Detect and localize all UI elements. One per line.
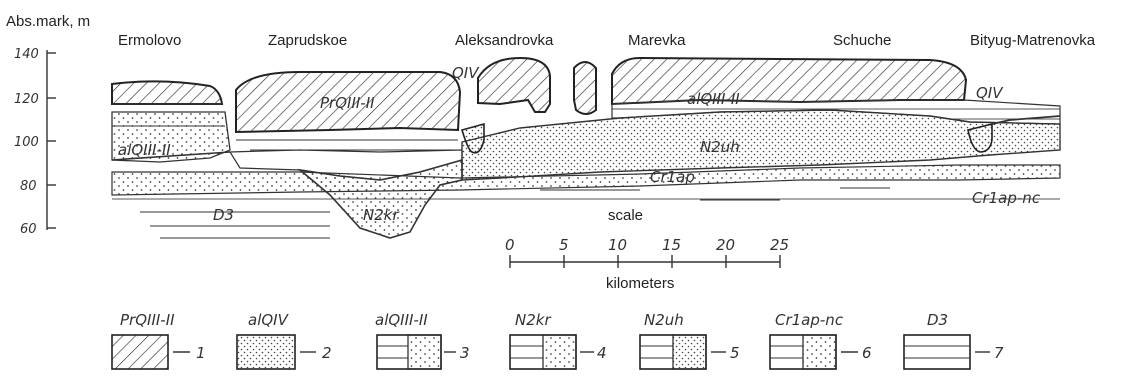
scale-unit: kilometers [606,275,674,292]
legend-item-1: PrQIII-II 1 [112,311,206,369]
scale-tick-5: 5 [559,236,569,254]
legend-name-3: alQIII-II [375,311,428,329]
label-d3: D3 [213,206,234,224]
legend-item-5: N2uh 5 [640,311,740,369]
axis-tick-120: 120 [14,92,39,107]
legend-num-3: 3 [460,344,470,362]
legend-num-7: 7 [994,344,1004,362]
label-n2-uh: N2uh [700,138,740,156]
section-body [112,58,1060,238]
axis-tick-100: 100 [14,135,39,150]
scale-tick-15: 15 [662,236,681,254]
legend-item-6: Cr1ap-nc 6 [770,311,872,369]
aleksandrovka-cap-2 [574,62,596,114]
axis-tick-80: 80 [20,179,37,194]
legend-name-5: N2uh [644,311,684,329]
legend-item-2: alQIV 2 [237,311,332,369]
place-bityug-matrenovka: Bityug-Matrenovka [970,32,1096,49]
legend-item-4: N2kr 4 [510,311,607,369]
legend-name-7: D3 [927,311,948,329]
label-cr-ap-nc: Cr1ap-nc [972,189,1041,207]
legend-item-3: alQIII-II 3 [375,311,470,369]
scale-tick-20: 20 [716,236,735,254]
label-pr-upper: PrQIII-II [320,94,375,112]
label-q-iv-a: QIV [452,64,480,82]
legend-num-5: 5 [730,344,740,362]
marevka-schuche-cap [612,58,966,104]
elevation-axis: Abs.mark, m 140 120 100 80 60 [6,13,90,237]
label-q-iv-b: QIV [976,84,1004,102]
axis-tick-60: 60 [20,222,37,237]
label-al-left: alQIII-II [118,141,171,159]
scale-title: scale [608,207,643,224]
legend-num-1: 1 [196,344,206,362]
axis-tick-140: 140 [14,47,39,62]
label-n2-kr: N2kr [363,206,399,224]
label-al-upper: alQIII-II [687,90,740,108]
legend-name-6: Cr1ap-nc [775,311,844,329]
label-cr-ap: Cr1ap [650,168,695,186]
aleksandrovka-cap-1 [478,58,550,112]
place-zaprudskoe: Zaprudskoe [268,32,347,49]
legend-num-6: 6 [862,344,872,362]
legend: PrQIII-II 1 alQIV 2 alQIII-II 3 N2kr [112,311,1004,369]
place-ermolovo: Ermolovo [118,32,181,49]
place-aleksandrovka: Aleksandrovka [455,32,554,49]
legend-num-4: 4 [597,344,607,362]
legend-item-7: D3 7 [904,311,1004,369]
scale-tick-25: 25 [770,236,789,254]
axis-title: Abs.mark, m [6,13,90,30]
legend-name-4: N2kr [515,311,551,329]
legend-name-2: alQIV [248,311,290,329]
place-marevka: Marevka [628,32,686,49]
scale-tick-0: 0 [505,236,515,254]
ermolovo-cap [112,81,222,104]
place-schuche: Schuche [833,32,891,49]
legend-name-1: PrQIII-II [120,311,175,329]
place-names: Ermolovo Zaprudskoe Aleksandrovka Marevk… [118,32,1096,49]
scale-bar: scale 0 5 10 15 20 25 kilometers [505,207,789,292]
scale-tick-10: 10 [608,236,627,254]
legend-num-2: 2 [322,344,332,362]
